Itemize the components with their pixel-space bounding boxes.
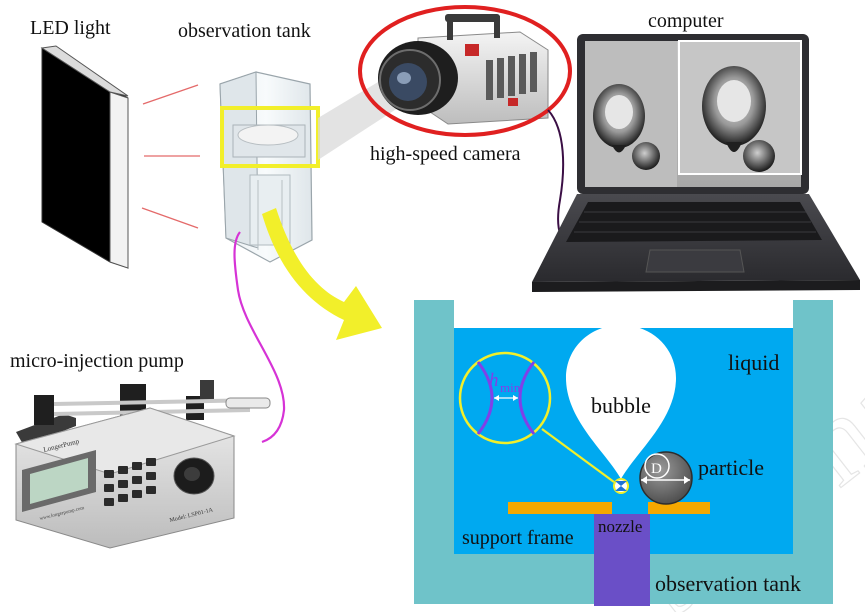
- nozzle-label: nozzle: [598, 517, 642, 536]
- support-frame-left: [508, 502, 612, 514]
- led-light: [40, 45, 129, 269]
- tank-bottom-right: [650, 554, 833, 604]
- injection-tubing: [233, 231, 286, 444]
- light-rays: [141, 84, 200, 229]
- laptop: [532, 34, 860, 292]
- schematic: [414, 300, 833, 606]
- bubble-label: bubble: [591, 393, 651, 418]
- tank-wall-left: [414, 300, 454, 604]
- screen-particle-image-1: [632, 142, 660, 170]
- zoom-connector: [541, 428, 615, 483]
- screen-particle-image-2: [743, 140, 775, 172]
- computer-label: computer: [648, 10, 724, 32]
- micro-injection-pump: LongerPump www.longerpump.com Model: LSP…: [14, 380, 271, 549]
- led-light-label: LED light: [30, 17, 111, 39]
- particle: [639, 451, 693, 505]
- diameter-label: D: [651, 461, 662, 477]
- observation-tank-label-bottom: observation tank: [655, 571, 801, 596]
- bubble-shape: [566, 325, 676, 479]
- h-min-arc-left: [476, 361, 494, 435]
- particle-label: particle: [698, 455, 764, 480]
- high-speed-camera: [378, 14, 549, 125]
- micro-injection-pump-label: micro-injection pump: [10, 350, 184, 372]
- tank-wall-right: [793, 300, 833, 604]
- high-speed-camera-label: high-speed camera: [370, 143, 521, 165]
- tank-bottom-left: [414, 554, 594, 604]
- liquid-label: liquid: [728, 350, 779, 375]
- zoom-arrow: [262, 208, 382, 340]
- neck-zoom-circle: [458, 351, 552, 445]
- support-frame-right: [648, 502, 710, 514]
- h-min-subscript: min: [500, 380, 521, 395]
- support-frame-label: support frame: [462, 527, 574, 549]
- nozzle: [594, 514, 650, 606]
- camera-field-of-view: [318, 76, 404, 160]
- h-min-arc-right: [518, 361, 536, 435]
- camera-highlight-circle: [358, 5, 572, 137]
- diameter-marker: [644, 453, 670, 479]
- observation-tank-label-top: observation tank: [178, 20, 311, 42]
- h-min-symbol: h: [489, 370, 499, 391]
